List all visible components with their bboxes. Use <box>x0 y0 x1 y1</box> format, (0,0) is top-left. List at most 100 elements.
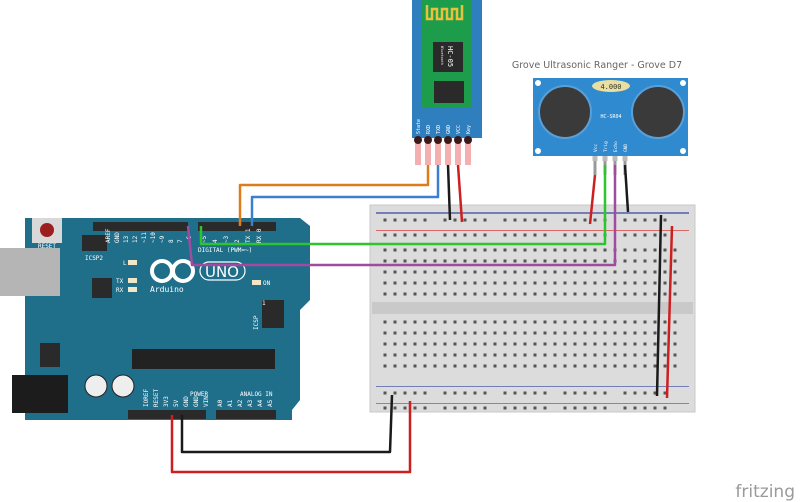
hole <box>483 292 487 296</box>
hole <box>453 342 457 346</box>
hole <box>383 259 387 263</box>
hole <box>563 320 567 324</box>
hole <box>383 364 387 368</box>
rail-hole <box>623 218 627 222</box>
usb-port <box>0 248 60 296</box>
wire-black-us-gnd <box>623 164 630 213</box>
rail-hole <box>623 391 627 395</box>
hole <box>473 259 477 263</box>
hole <box>673 259 677 263</box>
hole <box>403 259 407 263</box>
hole <box>403 248 407 252</box>
hole <box>613 292 617 296</box>
hole <box>483 331 487 335</box>
ultrasonic-pin-label: Trig <box>603 141 609 152</box>
hole <box>433 292 437 296</box>
digital-pin-label: 12 <box>132 235 139 243</box>
hc05-pin[interactable] <box>465 140 471 165</box>
hole <box>633 342 637 346</box>
hole <box>583 292 587 296</box>
hole <box>603 292 607 296</box>
analog-pin-label: A5 <box>267 399 274 407</box>
rail-hole <box>543 233 547 237</box>
hc05-pin[interactable] <box>445 140 451 165</box>
hole <box>653 270 657 274</box>
wire-red-5v <box>170 401 412 474</box>
hole <box>383 320 387 324</box>
hole <box>513 364 517 368</box>
hole <box>563 270 567 274</box>
hole <box>413 292 417 296</box>
hole <box>423 342 427 346</box>
hole <box>673 364 677 368</box>
rail-hole <box>463 406 467 410</box>
hole <box>423 320 427 324</box>
rail-hole <box>523 391 527 395</box>
hole <box>523 342 527 346</box>
rail-hole <box>633 233 637 237</box>
hole <box>543 259 547 263</box>
hole <box>463 292 467 296</box>
rail-hole <box>633 218 637 222</box>
hole <box>603 259 607 263</box>
hole <box>443 342 447 346</box>
hole <box>573 281 577 285</box>
hole <box>563 259 567 263</box>
hole <box>583 248 587 252</box>
hole <box>443 331 447 335</box>
hole <box>483 248 487 252</box>
hole <box>413 364 417 368</box>
header-power <box>128 410 206 419</box>
hole <box>483 342 487 346</box>
hole <box>643 292 647 296</box>
hole <box>653 331 657 335</box>
rail-hole <box>423 391 427 395</box>
rail-hole <box>403 406 407 410</box>
hole <box>503 342 507 346</box>
hole <box>623 331 627 335</box>
led-on-label: ON <box>263 280 271 287</box>
hc05-pin[interactable] <box>455 140 461 165</box>
hole <box>413 342 417 346</box>
rail-hole <box>523 406 527 410</box>
hole <box>653 320 657 324</box>
rail-hole <box>403 391 407 395</box>
wire-red-rail <box>665 225 674 399</box>
hole <box>633 353 637 357</box>
hole <box>403 281 407 285</box>
ultrasonic-pin[interactable] <box>593 161 597 175</box>
hole <box>623 259 627 263</box>
rail-hole <box>663 218 667 222</box>
hole <box>453 331 457 335</box>
hole <box>423 292 427 296</box>
hc05-pin[interactable] <box>435 140 441 165</box>
hole <box>593 364 597 368</box>
rail-hole <box>543 391 547 395</box>
rail-hole <box>643 218 647 222</box>
hole <box>663 270 667 274</box>
hole <box>483 353 487 357</box>
hole <box>423 281 427 285</box>
hole <box>583 259 587 263</box>
rail-hole <box>393 391 397 395</box>
hole <box>613 281 617 285</box>
hc05-pin[interactable] <box>425 140 431 165</box>
hole <box>533 281 537 285</box>
hole <box>463 281 467 285</box>
hole <box>593 248 597 252</box>
hole <box>663 292 667 296</box>
hole <box>573 342 577 346</box>
hole <box>603 270 607 274</box>
hole <box>423 248 427 252</box>
hole <box>663 353 667 357</box>
hole <box>433 331 437 335</box>
rail-hole <box>483 218 487 222</box>
rail-hole <box>523 233 527 237</box>
hole <box>573 270 577 274</box>
hole <box>503 259 507 263</box>
hole <box>543 320 547 324</box>
hole <box>383 342 387 346</box>
wire-black-hc05-gnd <box>446 164 452 221</box>
hc05-pin[interactable] <box>415 140 421 165</box>
